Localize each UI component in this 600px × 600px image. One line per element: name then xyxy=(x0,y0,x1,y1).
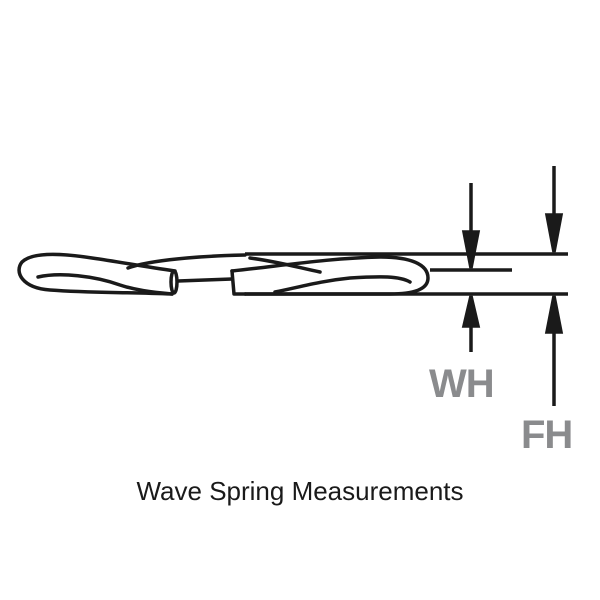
diagram-caption: Wave Spring Measurements xyxy=(136,476,464,506)
spring-right-inner xyxy=(273,275,412,294)
spring-left-cut-end xyxy=(169,269,179,295)
fh-up-arrow-icon xyxy=(544,295,564,334)
fh-down-arrow-icon xyxy=(544,213,564,253)
spring-left-loop xyxy=(17,252,177,296)
wh-down-arrow-icon xyxy=(461,230,481,269)
spring-left-inner xyxy=(36,273,174,296)
fh-dimension-arrows xyxy=(544,166,564,406)
wh-up-arrow-icon xyxy=(461,295,481,328)
spring-right-cut-end xyxy=(230,269,247,296)
wh-dimension-arrows xyxy=(461,183,481,352)
spring-connecting-wire xyxy=(176,277,234,283)
spring-right-segment xyxy=(230,255,430,296)
fh-label: FH xyxy=(521,413,573,457)
wh-label: WH xyxy=(429,362,495,406)
